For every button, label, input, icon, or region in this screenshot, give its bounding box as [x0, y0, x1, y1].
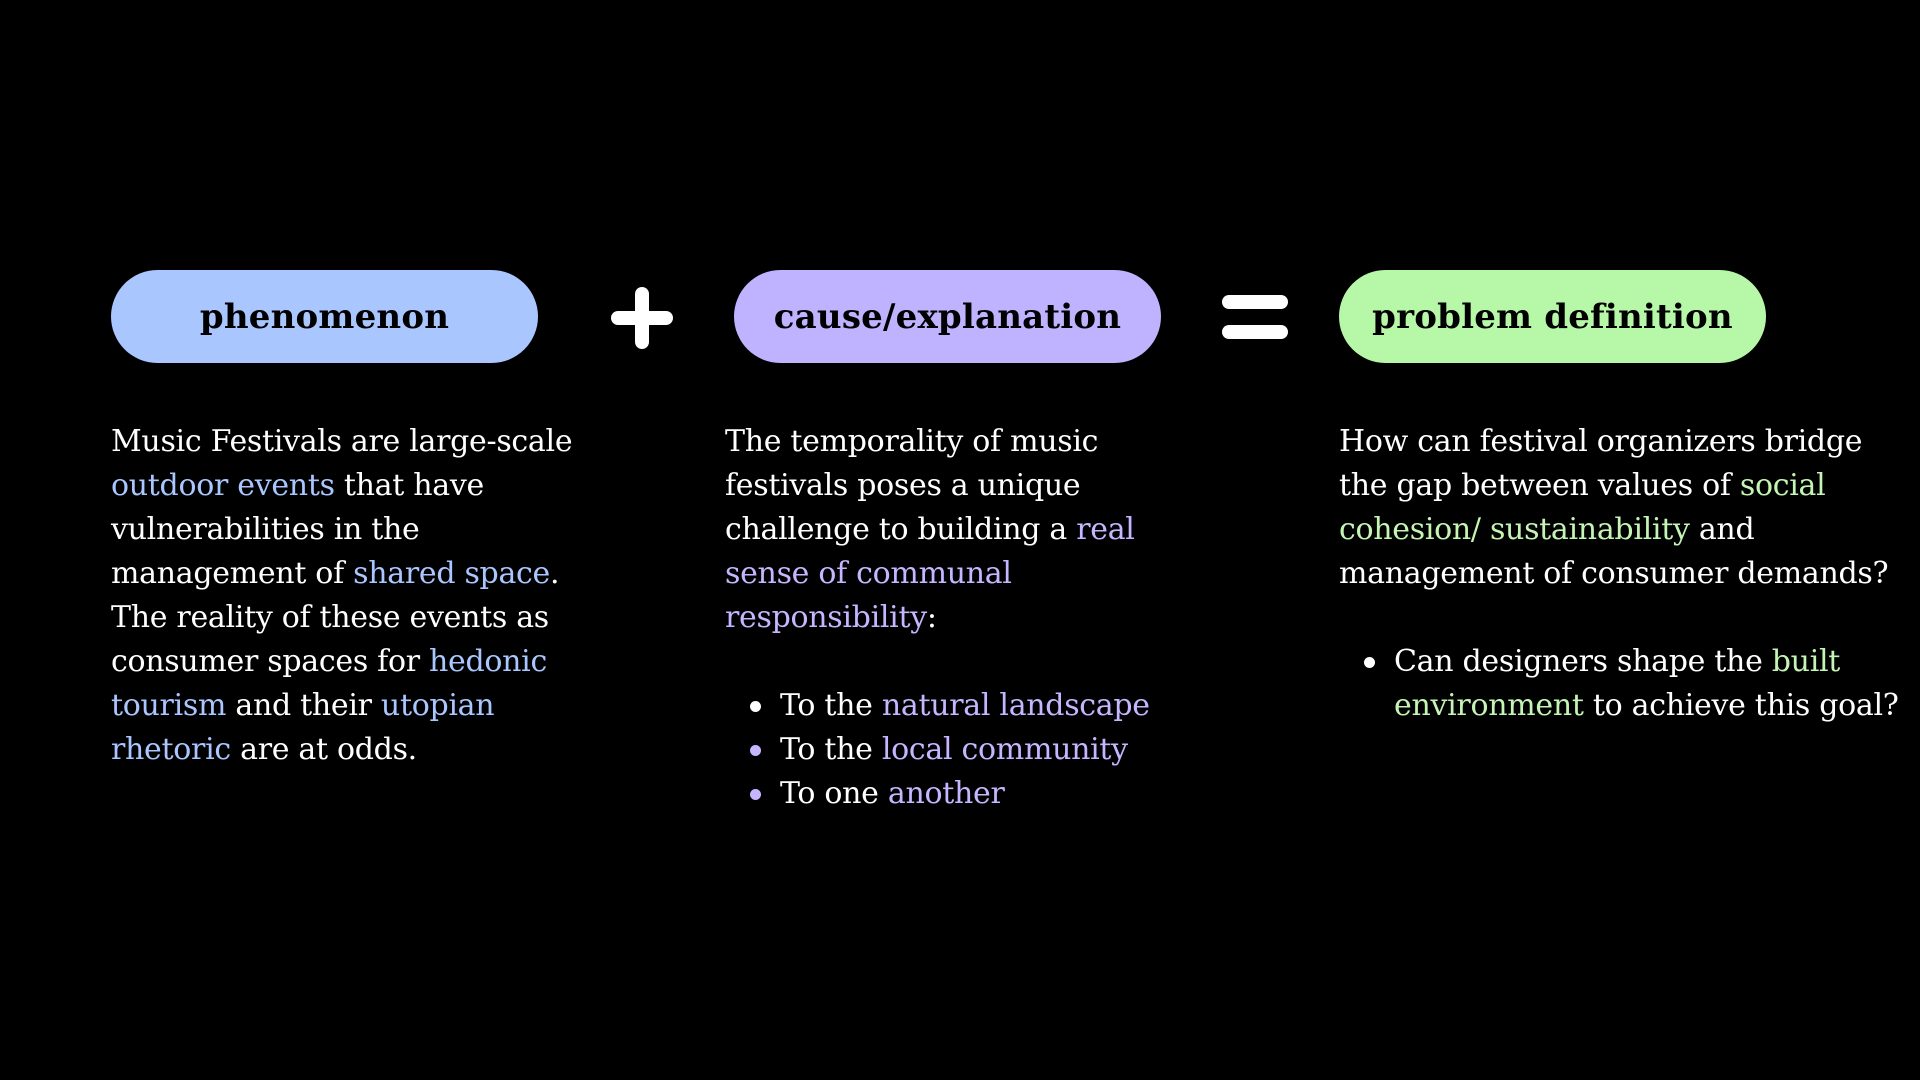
highlight-hedonic-tourism: hedonic tourism	[111, 644, 547, 723]
text-segment: that have vulnerabilities in the managem…	[111, 468, 484, 591]
cause-pill: cause/explanation	[734, 270, 1161, 363]
text-segment: and management of consumer demands?	[1339, 512, 1889, 591]
problem-text: How can festival organizers bridge the g…	[1339, 420, 1899, 728]
highlight-communal-responsibility: real sense of communal responsibility	[725, 512, 1135, 635]
text-segment: To one	[780, 776, 888, 811]
bullet-dot	[750, 701, 761, 712]
phenomenon-paragraph: Music Festivals are large-scale outdoor …	[111, 420, 611, 772]
problem-label: problem definition	[1372, 296, 1733, 337]
equals-icon	[1222, 295, 1288, 339]
cause-label: cause/explanation	[773, 296, 1122, 337]
phenomenon-text: Music Festivals are large-scale outdoor …	[111, 420, 611, 772]
text-segment: The temporality of music festivals poses…	[725, 424, 1099, 547]
list-item: To one another	[725, 772, 1225, 816]
problem-pill: problem definition	[1339, 270, 1766, 363]
highlight-natural-landscape: natural landscape	[881, 688, 1150, 723]
highlight-another: another	[887, 776, 1005, 811]
plus-icon	[611, 287, 673, 349]
bullet-dot	[750, 745, 761, 756]
phenomenon-label: phenomenon	[199, 296, 450, 337]
highlight-local-community: local community	[881, 732, 1128, 767]
highlight-outdoor-events: outdoor events	[111, 468, 335, 503]
bullet-dot	[750, 789, 761, 800]
highlight-built-environment: built environment	[1394, 644, 1841, 723]
highlight-social-cohesion: social cohesion/ sustainability	[1339, 468, 1826, 547]
cause-paragraph: The temporality of music festivals poses…	[725, 420, 1225, 640]
text-segment: and their	[226, 688, 381, 723]
bullet-dot	[1364, 657, 1375, 668]
text-segment: to achieve this goal?	[1583, 688, 1899, 723]
problem-paragraph: How can festival organizers bridge the g…	[1339, 420, 1899, 596]
cause-bullet-list: To the natural landscape To the local co…	[725, 684, 1225, 816]
text-segment: Music Festivals are large-scale	[111, 424, 573, 459]
cause-text: The temporality of music festivals poses…	[725, 420, 1225, 816]
text-segment: Can designers shape the	[1394, 644, 1772, 679]
phenomenon-pill: phenomenon	[111, 270, 538, 363]
list-item: To the local community	[725, 728, 1225, 772]
highlight-utopian-rhetoric: utopian rhetoric	[111, 688, 495, 767]
text-segment: To the	[780, 732, 882, 767]
text-segment: To the	[780, 688, 882, 723]
problem-bullet-list: Can designers shape the built environmen…	[1339, 640, 1899, 728]
text-segment: :	[926, 600, 937, 635]
list-item: To the natural landscape	[725, 684, 1225, 728]
list-item: Can designers shape the built environmen…	[1339, 640, 1899, 728]
text-segment: . The reality of these events as consume…	[111, 556, 560, 679]
text-segment: are at odds.	[230, 732, 417, 767]
text-segment: How can festival organizers bridge the g…	[1339, 424, 1863, 503]
highlight-shared-space: shared space	[353, 556, 551, 591]
